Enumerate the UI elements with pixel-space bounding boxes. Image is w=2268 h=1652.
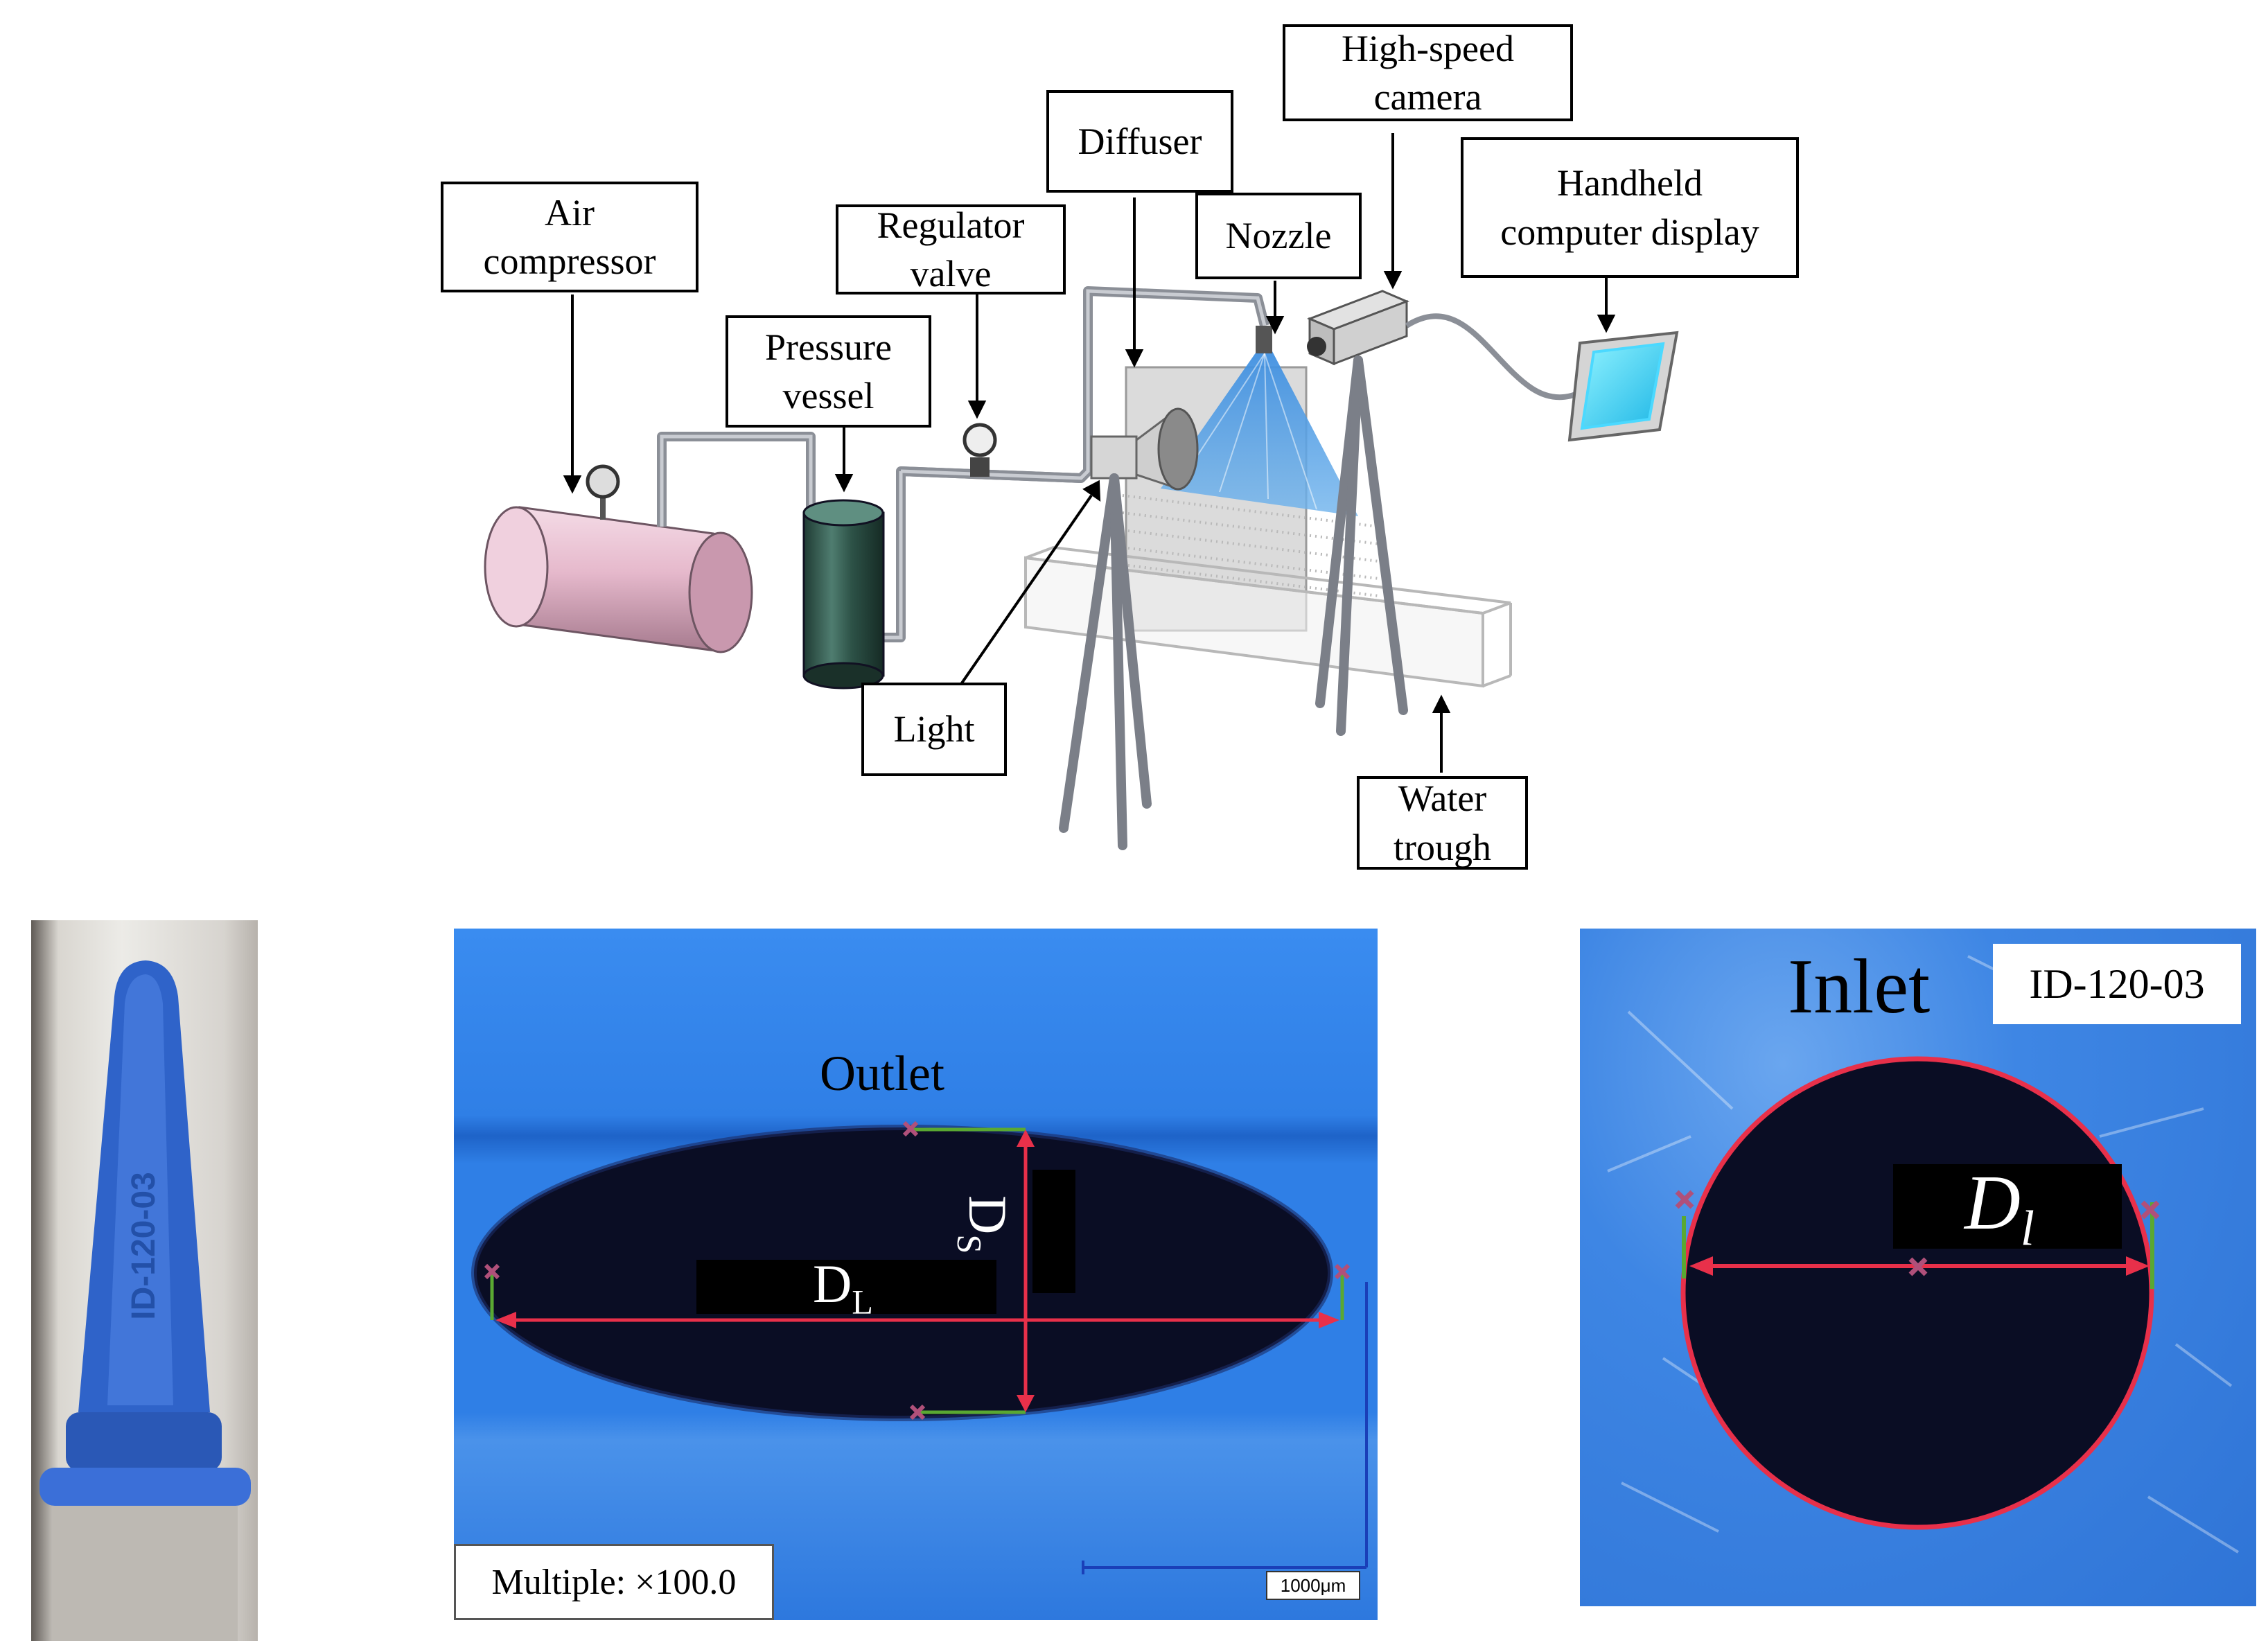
inlet-title: Inlet: [1788, 944, 1931, 1030]
short-axis-label: DS: [950, 1195, 1018, 1254]
label-high-speed-camera: High-speed camera: [1283, 24, 1573, 121]
long-axis-label: DL: [813, 1254, 873, 1321]
high-speed-camera: [1307, 290, 1409, 366]
nozzle-photo: ID-120-03: [31, 920, 258, 1641]
label-handheld-display: Handheld computer display: [1461, 137, 1799, 278]
pointer-arrows: [563, 133, 1616, 773]
inlet-diameter-label: Dl: [1964, 1160, 2034, 1256]
label-pressure-vessel: Pressure vessel: [726, 315, 931, 428]
outlet-title: Outlet: [820, 1046, 944, 1101]
inlet-micrograph: Inlet ID-120-03 Dl: [1580, 929, 2256, 1606]
handheld-display: [1567, 331, 1679, 442]
nozzle-body: [1256, 326, 1272, 353]
label-water-trough: Water trough: [1357, 776, 1528, 870]
camera-tripod: [1315, 355, 1408, 736]
label-diffuser: Diffuser: [1046, 90, 1233, 193]
experimental-setup-diagram: [484, 133, 1679, 850]
spray-cone: [1161, 350, 1358, 516]
magnification-box: Multiple: ×100.0: [454, 1544, 774, 1620]
regulator-valve: [962, 423, 997, 477]
label-light: Light: [861, 683, 1007, 776]
label-nozzle: Nozzle: [1195, 193, 1362, 279]
air-compressor-tank: [484, 464, 753, 653]
outlet-micrograph: Outlet DL DS Multiple: ×100.0 1000μm: [454, 929, 1378, 1620]
pressure-vessel: [802, 499, 885, 689]
nozzle-body-text: ID-120-03: [125, 1172, 162, 1320]
light-tripod: [1059, 473, 1152, 850]
model-id-box: ID-120-03: [1993, 944, 2241, 1024]
label-air-compressor: Air compressor: [441, 182, 698, 292]
label-regulator-valve: Regulator valve: [836, 204, 1066, 295]
scale-bar-label: 1000μm: [1266, 1571, 1360, 1600]
display-cable: [1405, 313, 1589, 401]
light-source: [1090, 407, 1199, 491]
inlet-hole: [1680, 1056, 2154, 1530]
